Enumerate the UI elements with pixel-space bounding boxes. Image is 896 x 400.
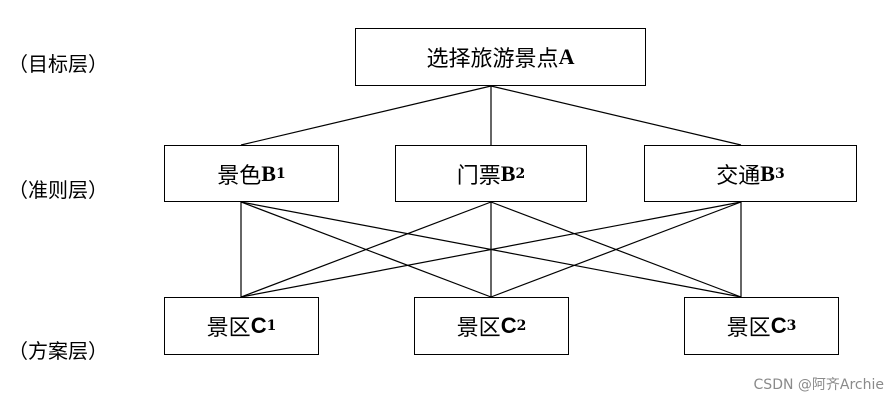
criterion-node-3-letter: B (760, 160, 775, 186)
criterion-node-2-index: 2 (515, 165, 526, 182)
criterion-node-2-name: 门票 (456, 163, 501, 189)
criterion-node-3-name: 交通 (716, 163, 761, 189)
criterion-3-to-plan-1-line (240, 201, 742, 298)
plan-node-3-index: 3 (786, 318, 797, 334)
criterion-node-3-index: 3 (774, 165, 785, 182)
criterion-node-1-index: 1 (275, 165, 286, 182)
plan-node-3-name: 景区 (726, 316, 771, 341)
plan-node-2-index: 2 (516, 318, 527, 334)
plan-node-1-letter: C (250, 313, 267, 338)
goal-to-criterion-1-line (240, 85, 492, 146)
criterion-node-1-letter: B (261, 160, 276, 186)
criterion-node-1-name: 景色 (217, 163, 262, 189)
plan-node-3-letter: C (770, 313, 787, 338)
goal-to-criterion-3-line (490, 85, 742, 146)
criterion-3-to-plan-2-line (490, 201, 742, 298)
goal-node-name: 选择旅游景点 (426, 47, 559, 72)
criterion-2-to-plan-1-line (240, 201, 492, 298)
plan-node-2-letter: C (500, 313, 517, 338)
goal-level-label: （目标层） (8, 52, 108, 76)
criteria-level-label: （准则层） (8, 178, 108, 202)
plan-node-1-name: 景区 (206, 316, 251, 341)
goal-node-letter: A (558, 44, 575, 69)
plan-level-label: （方案层） (8, 339, 108, 363)
criterion-node-2-letter: B (500, 160, 516, 186)
plan-node-2-name: 景区 (456, 316, 501, 341)
watermark: CSDN @阿齐Archie (753, 377, 884, 393)
plan-node-1-index: 1 (266, 318, 277, 334)
